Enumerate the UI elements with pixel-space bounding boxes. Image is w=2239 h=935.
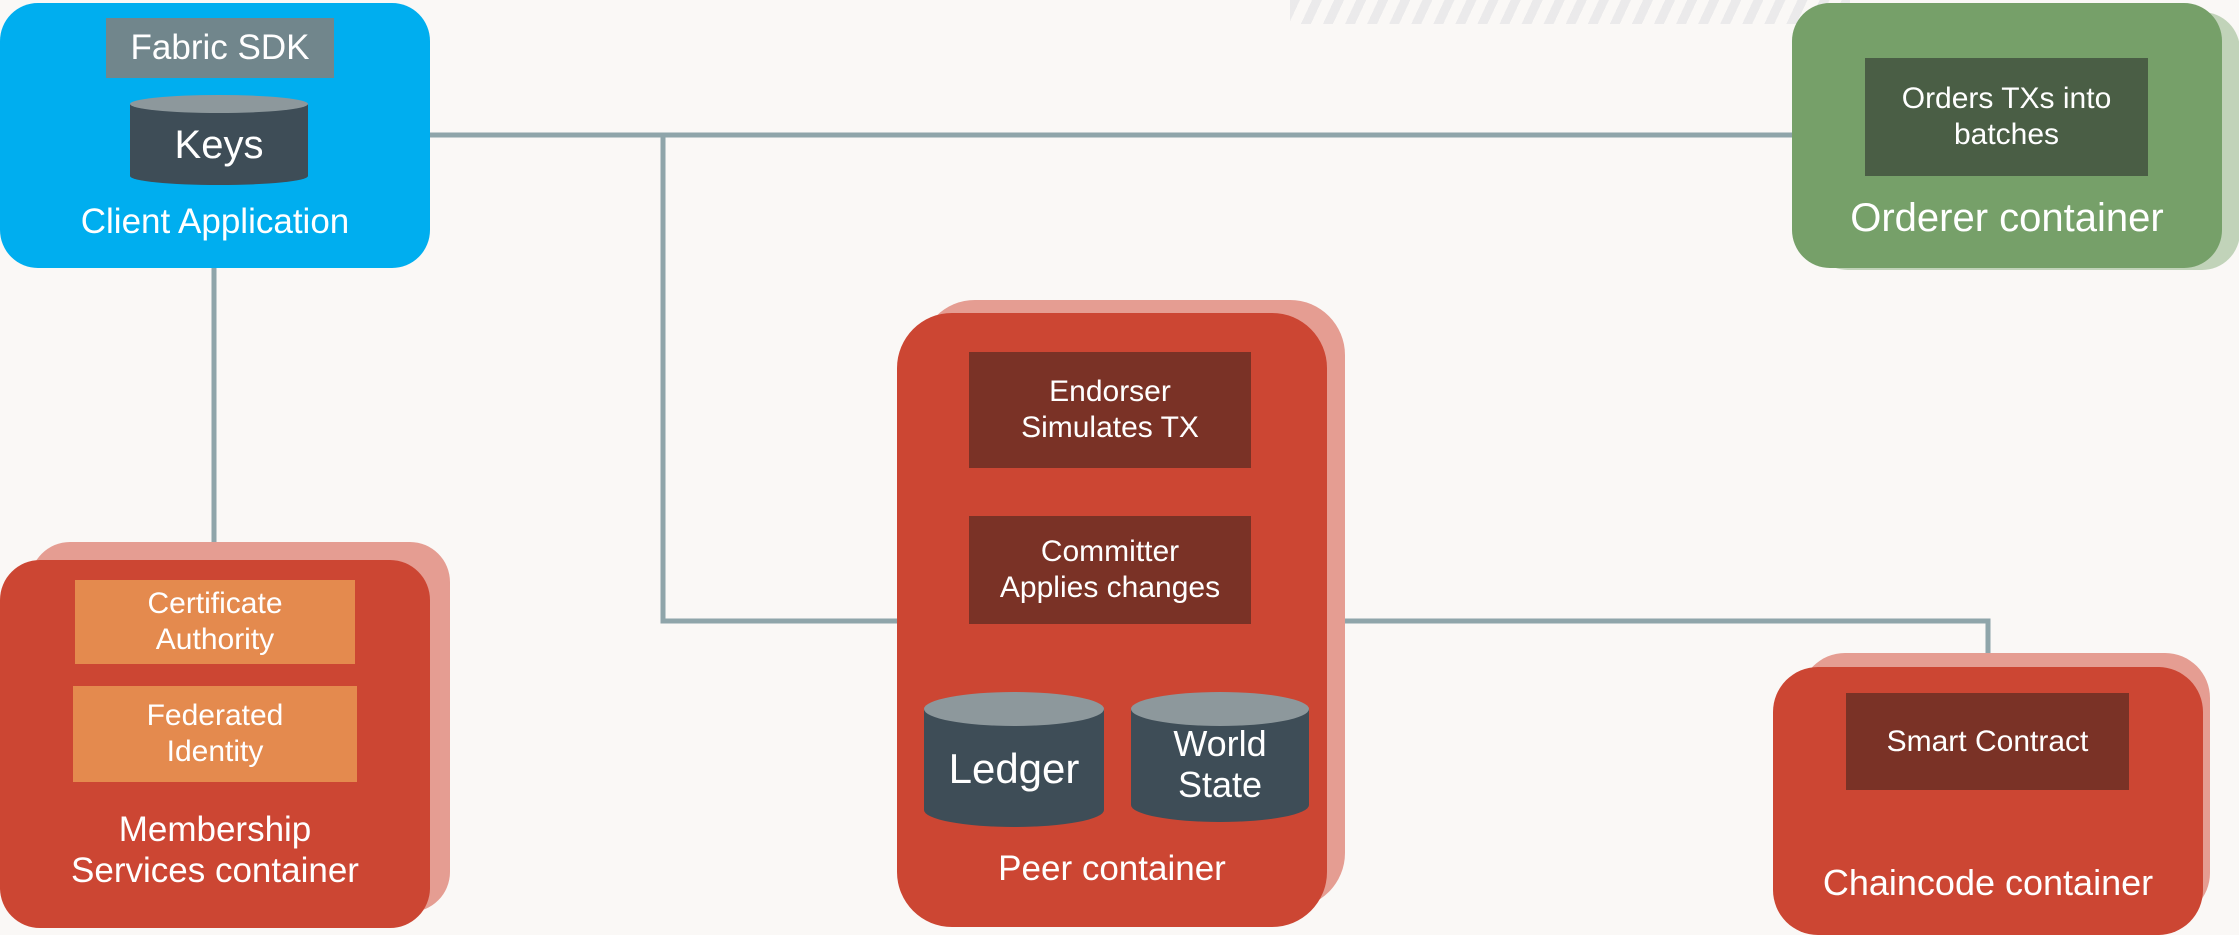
peer-container-label: Peer container: [998, 849, 1226, 888]
ledger-database-icon: Ledger: [924, 692, 1104, 827]
fabric-sdk-box: Fabric SDK: [106, 18, 334, 78]
orderer-container: Orders TXs into batches Orderer containe…: [1792, 3, 2222, 268]
endorser-box: Endorser Simulates TX: [969, 352, 1251, 468]
smart-contract-box: Smart Contract: [1846, 693, 2129, 790]
federated-identity-box: Federated Identity: [73, 686, 357, 782]
connector-client-peer: [660, 135, 897, 624]
chaincode-container: Smart Contract Chaincode container: [1773, 667, 2203, 935]
orders-txs-box: Orders TXs into batches: [1865, 58, 2148, 176]
peer-container: Endorser Simulates TX Committer Applies …: [897, 313, 1327, 927]
keys-label: Keys: [174, 123, 264, 167]
chaincode-container-label: Chaincode container: [1822, 862, 2154, 903]
certificate-authority-box: Certificate Authority: [75, 580, 355, 664]
membership-services-container: Certificate Authority Federated Identity…: [0, 560, 430, 928]
ledger-label: Ledger: [948, 745, 1080, 793]
client-application-container: Fabric SDK Keys Client Application: [0, 3, 430, 268]
committer-box: Committer Applies changes: [969, 516, 1251, 624]
keys-database-icon: Keys: [130, 95, 308, 185]
membership-services-label: Membership Services container: [71, 810, 359, 891]
client-application-label: Client Application: [80, 202, 350, 241]
world-state-label: World State: [1173, 722, 1267, 805]
decorative-stripe: [1290, 0, 1850, 24]
world-state-database-icon: World State: [1131, 692, 1309, 822]
orderer-container-label: Orderer container: [1850, 196, 2164, 240]
